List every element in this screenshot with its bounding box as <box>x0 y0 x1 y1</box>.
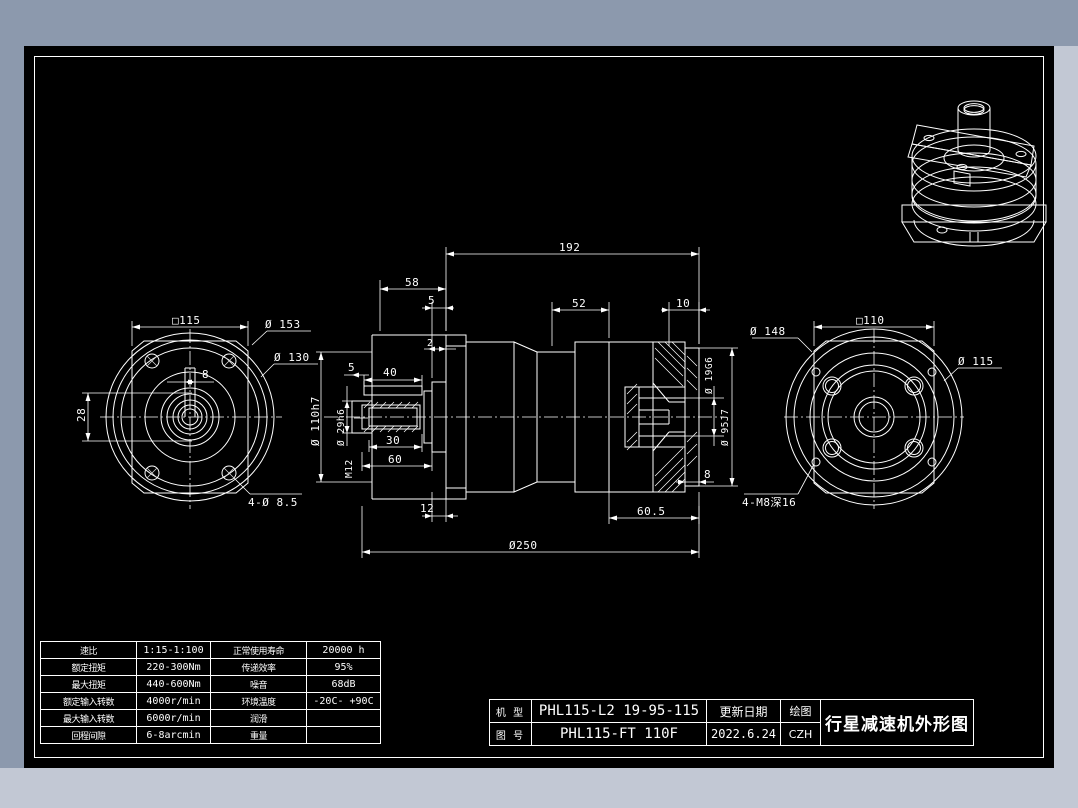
drawing-title: 行星减速机外形图 <box>820 699 975 746</box>
page-background-bottom <box>0 768 1078 808</box>
svg-text:4-M8深16: 4-M8深16 <box>742 496 796 509</box>
spec-label-2: 正常使用寿命 <box>210 641 307 659</box>
svg-text:30: 30 <box>386 434 400 447</box>
svg-text:5: 5 <box>428 294 435 307</box>
section-view: 192 58 5 2 <box>309 241 738 558</box>
svg-text:8: 8 <box>202 368 209 381</box>
svg-text:□110: □110 <box>856 314 885 327</box>
spec-label: 额定扭矩 <box>40 658 137 676</box>
svg-text:Ø 130: Ø 130 <box>274 351 310 364</box>
table-row: 速比 1:15-1:100 正常使用寿命 20000 h <box>40 641 381 659</box>
svg-text:Ø 95J7: Ø 95J7 <box>720 409 731 446</box>
spec-table-body: 速比 1:15-1:100 正常使用寿命 20000 h 额定扭矩 220-30… <box>40 641 381 744</box>
spec-label-2: 环境温度 <box>210 692 307 710</box>
title-block-row-drawing: 图 号 PHL115-FT 110F 2022.6.24 CZH <box>489 722 974 746</box>
spec-value: 440-600Nm <box>136 675 211 693</box>
spec-label: 最大输入转数 <box>40 709 137 727</box>
spec-label: 回程间隙 <box>40 726 137 744</box>
title-block-body: 机 型 PHL115-L2 19-95-115 更新日期 绘图 行星减速机外形图… <box>489 699 975 746</box>
spec-label-2: 噪音 <box>210 675 307 693</box>
spec-label-2: 重量 <box>210 726 307 744</box>
svg-text:28: 28 <box>75 408 88 422</box>
spec-value-2: 68dB <box>306 675 381 693</box>
spec-label-2: 润滑 <box>210 709 307 727</box>
svg-text:Ø 19G6: Ø 19G6 <box>704 357 715 394</box>
table-row: 额定输入转数 4000r/min 环境温度 -20C- +90C <box>40 692 381 710</box>
drawing-key: 图 号 <box>489 722 532 746</box>
title-block: 机 型 PHL115-L2 19-95-115 更新日期 绘图 行星减速机外形图… <box>489 699 975 746</box>
svg-text:40: 40 <box>383 366 397 379</box>
drawing-frame <box>34 56 1044 758</box>
svg-text:8: 8 <box>704 468 711 481</box>
spec-value-2 <box>306 726 381 744</box>
svg-text:Ø 29h6: Ø 29h6 <box>336 409 347 446</box>
spec-value: 1:15-1:100 <box>136 641 211 659</box>
model-value: PHL115-L2 19-95-115 <box>531 699 707 723</box>
svg-text:4-Ø 8.5: 4-Ø 8.5 <box>248 496 298 509</box>
spec-value-2: 20000 h <box>306 641 381 659</box>
spec-value: 220-300Nm <box>136 658 211 676</box>
svg-text:192: 192 <box>559 241 580 254</box>
svg-text:60.5: 60.5 <box>637 505 666 518</box>
table-row: 回程间隙 6-8arcmin 重量 <box>40 726 381 744</box>
svg-text:Ø 153: Ø 153 <box>265 318 301 331</box>
svg-text:2: 2 <box>427 338 433 349</box>
svg-text:M12: M12 <box>344 459 355 478</box>
left-view: □115 Ø 153 Ø 130 8 <box>75 314 318 509</box>
right-view: □110 Ø 148 Ø 115 4-M8深16 <box>742 314 1002 509</box>
drawing-value: PHL115-FT 110F <box>531 722 707 746</box>
svg-text:52: 52 <box>572 297 586 310</box>
svg-text:Ø 110h7: Ø 110h7 <box>309 396 322 446</box>
svg-text:5: 5 <box>348 361 355 374</box>
spec-value: 6-8arcmin <box>136 726 211 744</box>
spec-value: 4000r/min <box>136 692 211 710</box>
table-row: 最大输入转数 6000r/min 润滑 <box>40 709 381 727</box>
svg-text:Ø250: Ø250 <box>509 539 538 552</box>
page-background-right <box>1054 46 1078 768</box>
svg-text:Ø 148: Ø 148 <box>750 325 786 338</box>
table-row: 额定扭矩 220-300Nm 传递效率 95% <box>40 658 381 676</box>
drawn-value: CZH <box>780 722 822 746</box>
svg-text:58: 58 <box>405 276 419 289</box>
spec-label: 额定输入转数 <box>40 692 137 710</box>
svg-text:60: 60 <box>388 453 402 466</box>
spec-label: 最大扭矩 <box>40 675 137 693</box>
spec-value-2: 95% <box>306 658 381 676</box>
spec-value-2 <box>306 709 381 727</box>
svg-text:12: 12 <box>420 502 434 515</box>
model-key: 机 型 <box>489 699 532 723</box>
spec-label: 速比 <box>40 641 137 659</box>
cad-drawing-sheet: □115 Ø 153 Ø 130 8 <box>24 46 1054 768</box>
table-row: 最大扭矩 440-600Nm 噪音 68dB <box>40 675 381 693</box>
svg-text:10: 10 <box>676 297 690 310</box>
svg-text:□115: □115 <box>172 314 201 327</box>
date-key: 更新日期 <box>705 699 782 723</box>
spec-value-2: -20C- +90C <box>306 692 381 710</box>
title-block-row-model: 机 型 PHL115-L2 19-95-115 更新日期 绘图 行星减速机外形图 <box>489 699 975 746</box>
iso-view <box>902 100 1046 246</box>
spec-value: 6000r/min <box>136 709 211 727</box>
specification-table: 速比 1:15-1:100 正常使用寿命 20000 h 额定扭矩 220-30… <box>40 641 381 744</box>
spec-label-2: 传递效率 <box>210 658 307 676</box>
svg-text:Ø 115: Ø 115 <box>958 355 994 368</box>
date-value: 2022.6.24 <box>705 722 782 746</box>
cad-canvas: □115 Ø 153 Ø 130 8 <box>75 100 1054 768</box>
drawn-key: 绘图 <box>780 699 822 723</box>
